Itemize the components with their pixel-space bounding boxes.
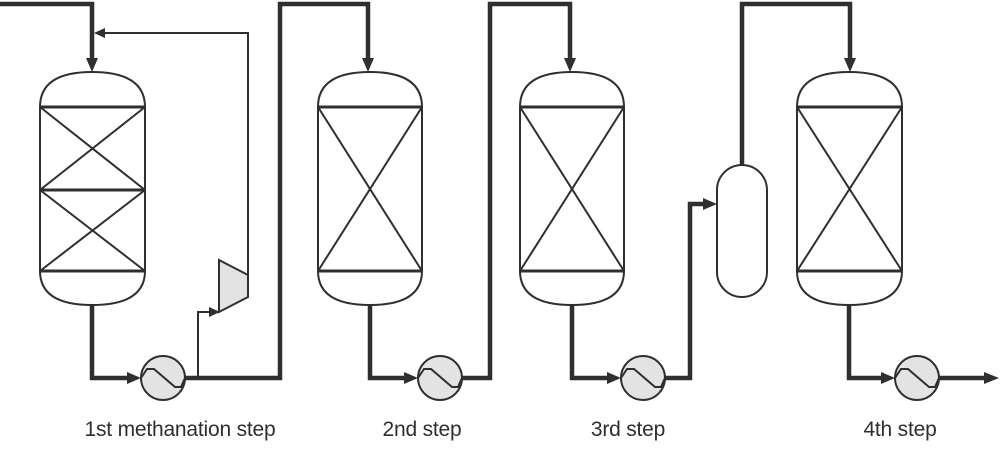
stream-3-4: [569, 1, 856, 384]
reactor-3: [519, 70, 625, 307]
step-label-4: 4th step: [863, 418, 937, 441]
reactor-4: [796, 70, 903, 307]
stream-2-3: [367, 1, 576, 384]
heat-exchanger-3: [620, 355, 666, 401]
step-label-3: 3rd step: [590, 418, 666, 441]
recycle-compressor: [218, 258, 249, 314]
reactor-1: [39, 70, 146, 307]
heat-exchanger-2: [417, 355, 463, 401]
separator-vessel: [716, 164, 768, 298]
product-line: [846, 305, 999, 384]
stream-1-2: [89, 1, 374, 384]
feed-line: [0, 1, 98, 72]
step-label-1: 1st methanation step: [84, 418, 276, 441]
heat-exchanger-1: [140, 355, 186, 401]
reactor-2: [317, 70, 423, 307]
step-label-2: 2nd step: [382, 418, 462, 441]
recycle-line: [94, 28, 249, 378]
heat-exchanger-4: [894, 355, 940, 401]
